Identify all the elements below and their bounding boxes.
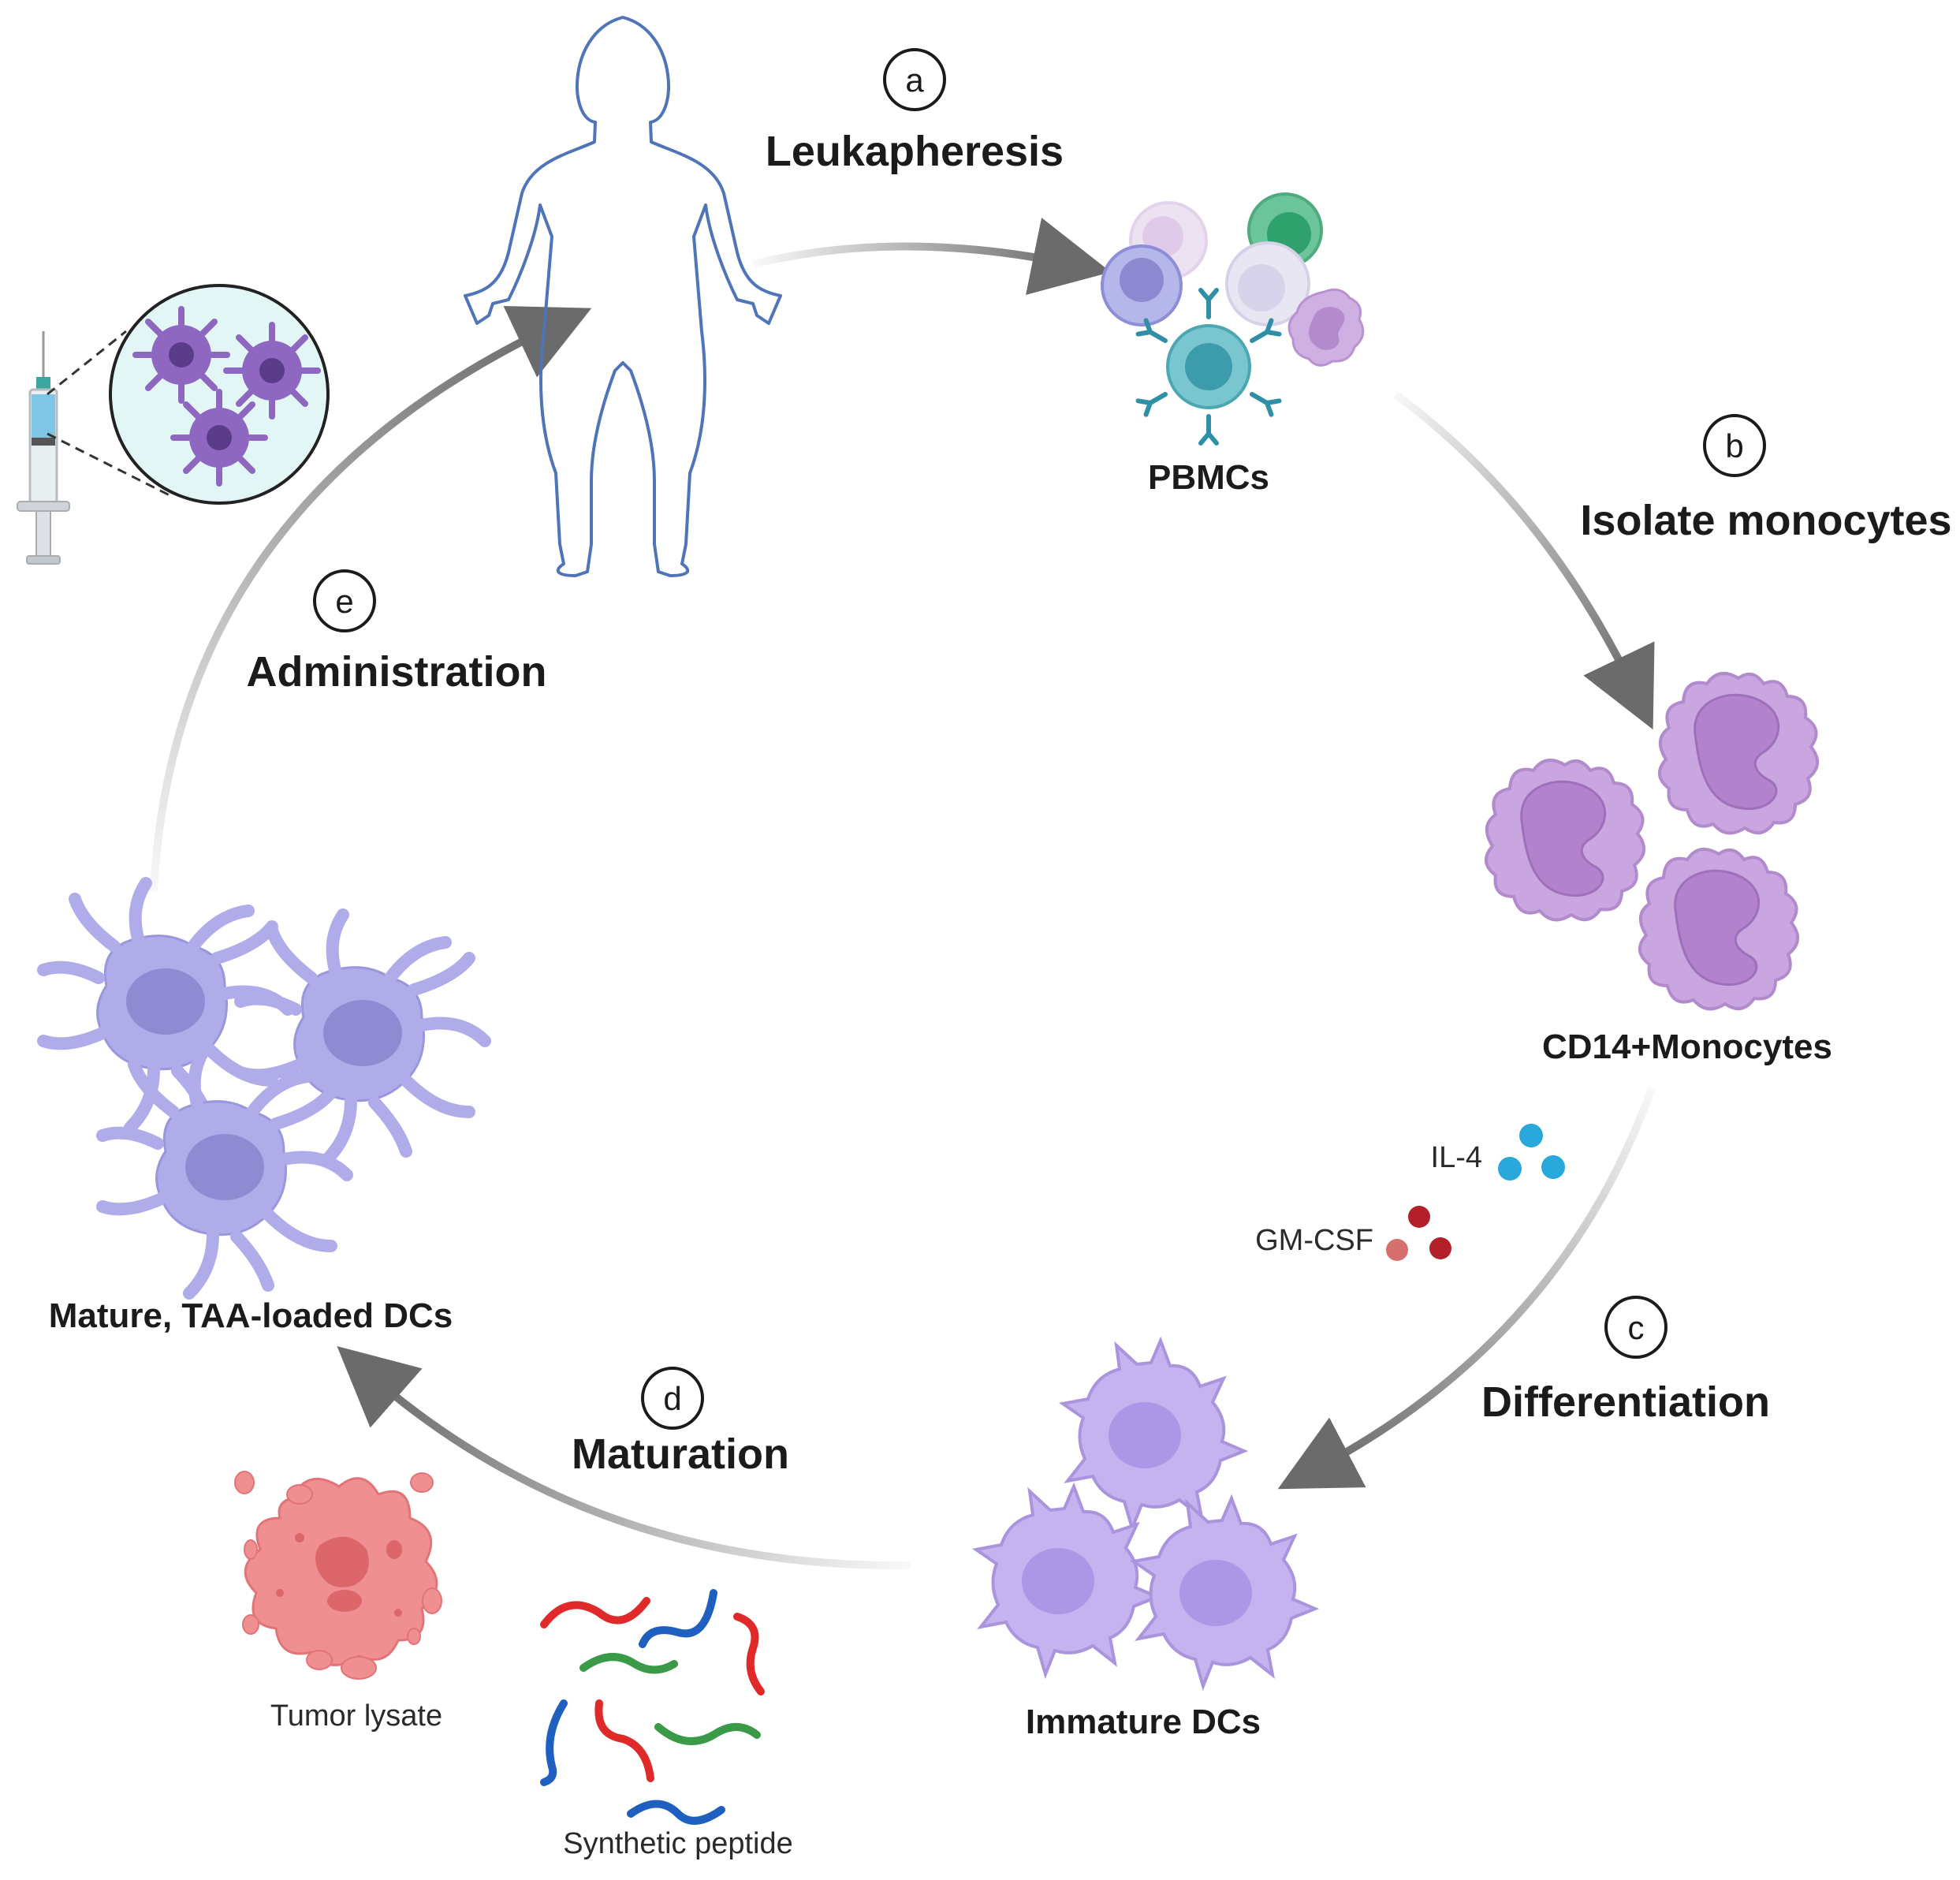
step-e-badge xyxy=(313,569,376,632)
peptide-icon: Synthetic peptide xyxy=(540,1589,793,1860)
step-b-badge xyxy=(1703,414,1766,477)
monocytes-group: CD14+Monocytes xyxy=(1484,671,1832,1066)
immature-dcs-label: Immature DCs xyxy=(1026,1703,1261,1741)
cytokines: IL-4 GM-CSF xyxy=(1255,1124,1565,1261)
step-c-letter: c xyxy=(1628,1309,1645,1346)
gmcsf-molecule-icon xyxy=(1408,1206,1430,1228)
step-c-badge xyxy=(1604,1296,1667,1359)
monocyte-icon xyxy=(1638,847,1800,1011)
gmcsf-molecule-icon xyxy=(1386,1239,1408,1261)
mature-dcs-group: Mature, TAA-loaded DCs xyxy=(43,883,485,1335)
tumor-lysate-icon: Tumor lysate xyxy=(234,1471,442,1733)
immature-dc-icon xyxy=(1061,1339,1246,1530)
monocytes-label: CD14+Monocytes xyxy=(1542,1028,1832,1066)
il4-molecule-icon xyxy=(1519,1124,1543,1147)
step-a-title: Leukapheresis xyxy=(766,128,1064,175)
immature-dcs-group: Immature DCs xyxy=(974,1339,1317,1741)
step-e-title: Administration xyxy=(246,648,546,696)
human-body-icon xyxy=(464,16,782,577)
step-c: c Differentiation xyxy=(1481,1296,1770,1426)
step-e-letter: e xyxy=(335,583,353,620)
step-b: b Isolate monocytes xyxy=(1580,414,1952,544)
monocyte-icon xyxy=(1657,671,1820,835)
synthetic-peptide-label: Synthetic peptide xyxy=(563,1827,793,1860)
il4-molecule-icon xyxy=(1541,1155,1565,1179)
il4-label: IL-4 xyxy=(1431,1141,1482,1174)
step-a-badge xyxy=(883,48,946,111)
step-d-badge xyxy=(641,1367,704,1430)
step-d-title: Maturation xyxy=(572,1431,789,1478)
arrow-isolate-monocytes xyxy=(1393,390,1655,730)
il4-molecule-icon xyxy=(1498,1157,1522,1181)
mature-dc-icon xyxy=(102,1049,347,1293)
step-e: e Administration xyxy=(246,569,547,696)
step-a-letter: a xyxy=(905,62,924,99)
pbmc-cluster-icon: PBMCs xyxy=(1101,192,1365,497)
step-d: d Maturation xyxy=(572,1367,789,1478)
syringe-icon xyxy=(17,284,330,565)
step-c-title: Differentiation xyxy=(1481,1378,1770,1426)
gmcsf-label: GM-CSF xyxy=(1255,1224,1373,1257)
step-a: a Leukapheresis xyxy=(766,48,1064,175)
step-b-title: Isolate monocytes xyxy=(1580,497,1951,544)
tumor-lysate-label: Tumor lysate xyxy=(270,1699,442,1733)
arrow-administration xyxy=(150,306,592,892)
arrow-differentiation xyxy=(1277,1087,1656,1490)
arrow-maturation xyxy=(337,1346,911,1570)
pbmcs-label: PBMCs xyxy=(1148,458,1269,497)
step-b-letter: b xyxy=(1725,427,1743,464)
monocyte-icon xyxy=(1484,758,1646,922)
immature-dc-icon xyxy=(1132,1497,1317,1688)
step-d-letter: d xyxy=(663,1380,681,1417)
mature-dcs-label: Mature, TAA-loaded DCs xyxy=(49,1296,453,1335)
arrow-leukapheresis xyxy=(751,218,1111,295)
gmcsf-molecule-icon xyxy=(1429,1237,1451,1259)
